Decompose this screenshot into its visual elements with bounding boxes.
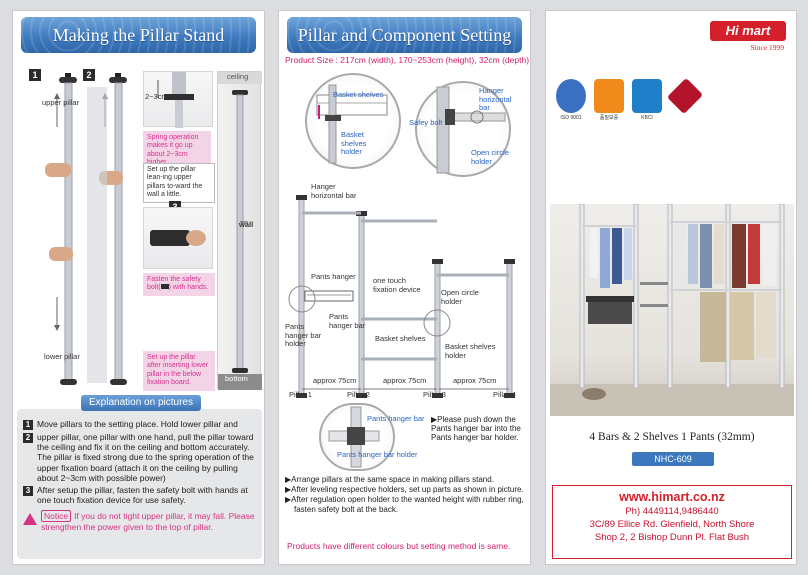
safety-note-text: Fasten the safety bolt(: [147, 276, 201, 292]
iso-cert-icon: ISO 9001: [556, 79, 586, 121]
explanation-text: Move pillars to the setting place. Hold …: [37, 419, 238, 429]
bullet-item: ▶After regulation open holder to the wan…: [285, 495, 524, 514]
address-line-2: Shop 2, 2 Bishop Dunn Pl. Flat Bush: [594, 532, 750, 543]
explanation-num: 3: [23, 485, 33, 496]
since-label: Since 1999: [750, 43, 784, 52]
detail-bar-label: Pants hanger bar: [367, 414, 425, 423]
lower-pillar-label: lower pillar: [44, 352, 80, 361]
basket-shelves-2-label: Basket shelves: [375, 334, 426, 343]
setting-bullets: ▶Arrange pillars at the same space in ma…: [285, 475, 525, 515]
pillar-4-label: Pillar 4: [493, 390, 516, 399]
explanation-title: Explanation on pictures: [81, 395, 201, 411]
basket-shelves-holder-2-label: Basket shelves holder: [445, 342, 496, 360]
bullet-item: ▶Arrange pillars at the same space in ma…: [285, 475, 494, 484]
address-line-1: 3C/89 Ellice Rd. Glenfield, North Shore: [589, 519, 755, 530]
pants-bar-detail-circle: [319, 403, 395, 471]
pillar-3-label: Pillar 3: [423, 390, 446, 399]
approx-3: approx 75cm: [453, 376, 497, 385]
bottom-label: bottom: [225, 374, 248, 383]
wall-label: wall: [239, 220, 254, 229]
panel-making-pillar: Making the Pillar Stand 1 2 upper pillar…: [12, 10, 265, 565]
push-note: ▶Please push down the Pants hanger bar i…: [431, 415, 521, 443]
pillar-2-label: Pillar 2: [347, 390, 370, 399]
approx-2: approx 75cm: [383, 376, 427, 385]
spring-detail-photo: [143, 71, 213, 128]
contact-box: www.himart.co.nz Ph) 4449114,9486440 3C/…: [552, 485, 792, 559]
panel1-title: Making the Pillar Stand: [52, 25, 225, 45]
ceiling-label: ceiling: [227, 72, 249, 81]
bullet-text: After regulation open holder to the want…: [291, 495, 524, 514]
explanation-row: 2 upper pillar, one pillar with one hand…: [23, 432, 256, 483]
notice-text: If you do not tight upper pillar, it may…: [41, 511, 255, 532]
colour-note: Products have different colours but sett…: [287, 541, 511, 551]
basket-shelves-label: Basket shelves: [333, 90, 384, 99]
pants-hanger-label: Pants hanger: [311, 272, 356, 281]
step-1-badge: 1: [29, 69, 41, 81]
step-2-badge: 2: [83, 69, 95, 81]
safety-note: Fasten the safety bolt() with hands.: [143, 273, 215, 296]
panel1-title-banner: Making the Pillar Stand: [21, 17, 256, 53]
hanger-bar-top-label: Hanger horizontal bar: [479, 86, 512, 113]
award-cert-icon: [666, 77, 704, 115]
model-number: NHC-609: [632, 452, 714, 466]
explanation-box: 1 Move pillars to the setting place. Hol…: [17, 409, 262, 559]
explanation-text: After setup the pillar, fasten the safet…: [37, 484, 248, 506]
product-title: 4 Bars & 2 Shelves 1 Pants (32mm): [589, 431, 755, 443]
safety-bolt-photo: [143, 207, 213, 269]
himart-logo: Hi mart: [710, 21, 786, 41]
detail-holder-label: Pants hanger bar holder: [337, 450, 418, 459]
basket-detail-circle: [305, 73, 401, 169]
upper-pillar-label: upper pillar: [42, 98, 80, 107]
cert-label: ISO 9001: [560, 115, 582, 121]
explanation-num: 2: [23, 433, 33, 443]
product-room-photo: [550, 204, 794, 416]
safety-note-end: ) with hands.: [168, 284, 209, 292]
panel2-title: Pillar and Component Setting: [297, 25, 512, 45]
product-size: Product Size : 217cm (width), 170~253cm …: [285, 55, 530, 65]
website-link[interactable]: www.himart.co.nz: [619, 490, 725, 504]
pants-hanger-bar-label: Pants hanger bar: [329, 312, 366, 330]
bullet-item: ▶After leveling respective holders, set …: [285, 485, 524, 494]
phone-numbers: Ph) 4449114,9486440: [625, 506, 719, 517]
pants-bar-holder-label: Pants hanger bar holder: [285, 322, 322, 349]
basket-shelves-holder-label: Basket shelves holder: [341, 130, 367, 157]
lower-note: Set up the pillar after inserting lower …: [143, 351, 215, 391]
cert-label: KBCI: [641, 115, 653, 121]
gap-label: 2~3cm: [145, 92, 168, 101]
push-note-text: Please push down the Pants hanger bar in…: [431, 415, 521, 443]
kbci-cert-icon: KBCI: [632, 79, 662, 121]
bullet-text: Arrange pillars at the same space in mak…: [291, 475, 494, 484]
one-touch-label: one touch fixation device: [373, 276, 421, 294]
quality-cert-icon: 품질보증: [594, 79, 624, 121]
warning-icon: [23, 513, 37, 526]
frame-diagram: [288, 195, 515, 398]
lean-note: Set up the pillar lean-ing upper pillars…: [143, 163, 215, 203]
explanation-row: 1 Move pillars to the setting place. Hol…: [23, 419, 256, 430]
hanger-detail-circle: [415, 81, 511, 177]
cert-label: 품질보증: [599, 115, 619, 121]
safey-bolt-label: Safey bolt: [409, 118, 443, 127]
open-circle-label: Open circle holder: [441, 288, 479, 306]
open-circle-top-label: Open circle holder: [471, 148, 509, 166]
pillar-1-label: Pillar 1: [289, 390, 312, 399]
approx-1: approx 75cm: [313, 376, 357, 385]
panel-product: Hi mart Since 1999 ISO 9001 품질보증 KBCI: [545, 10, 797, 565]
hanger-bar-label: Hanger horizontal bar: [311, 182, 357, 200]
pillar-photos: [45, 73, 127, 385]
wall-diagram: [217, 71, 262, 390]
explanation-num: 1: [23, 420, 33, 430]
notice-tag: Notice: [41, 510, 72, 523]
bullet-text: After leveling respective holders, set u…: [291, 485, 524, 494]
explanation-text: upper pillar, one pillar with one hand, …: [37, 432, 254, 483]
panel-component-setting: Pillar and Component Setting Product Siz…: [278, 10, 531, 565]
panel2-title-banner: Pillar and Component Setting: [287, 17, 522, 53]
explanation-row: 3 After setup the pillar, fasten the saf…: [23, 485, 256, 505]
